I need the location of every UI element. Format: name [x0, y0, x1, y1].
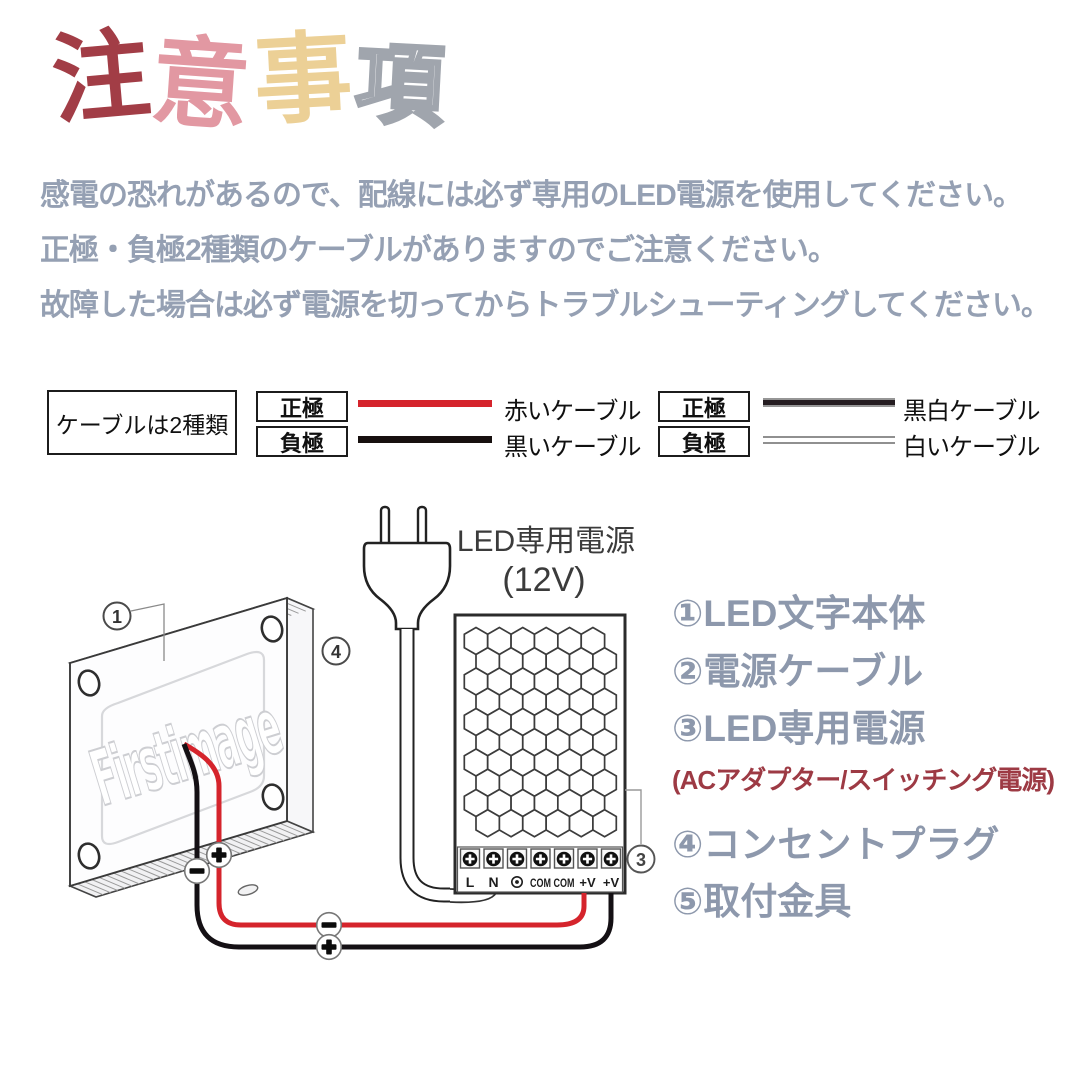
cord-lead-N [449, 892, 497, 904]
led-panel: Firstimage [67, 596, 316, 898]
panel-screw-hole [77, 669, 101, 697]
parts-list-item-4: ④コンセントプラグ [672, 824, 1000, 865]
polarity-box-negative-b: 負極 [658, 426, 750, 457]
honeycomb-vent [463, 626, 618, 838]
marker-1-digit: 1 [112, 607, 122, 627]
panel-side-face [286, 596, 314, 834]
black-cable-label: 黒いケーブル [504, 434, 642, 461]
earth-terminal-icon [510, 875, 523, 888]
terminal-label-V1: +V [579, 875, 596, 890]
panel-screw-hole [77, 842, 101, 870]
terminal-label-L: L [466, 874, 475, 890]
white-cable-label: 白いケーブル [903, 434, 1041, 461]
panel-screw-hole [260, 615, 284, 643]
terminal-label-COM1: COM [530, 876, 551, 890]
parts-list-item-3-note: (ACアダプター/スイッチング電源) [672, 765, 1055, 795]
black-wire [181, 743, 614, 950]
marker-1-circle [102, 601, 132, 631]
panel-recess-outline [100, 650, 266, 846]
marker-4: 4 [321, 636, 351, 666]
cord-outline [399, 629, 450, 903]
terminal-screws [459, 848, 622, 869]
mounting-tab [237, 884, 259, 896]
parts-list-item-1: ①LED文字本体 [672, 593, 926, 634]
parts-list-item-3: ③LED専用電源 [672, 708, 926, 749]
parts-list-item-5: ⑤取付金具 [672, 881, 852, 922]
psu-title: LED専用電源 [457, 525, 635, 558]
parts-list-item-2: ②電源ケーブル [672, 651, 924, 692]
terminal-label-V2: +V [603, 875, 620, 890]
power-supply-unit: L N COM COM +V +V [453, 613, 627, 895]
power-cord [399, 629, 497, 904]
cord-core [401, 629, 450, 901]
plug-body [362, 541, 452, 631]
red-cable-label: 赤いケーブル [504, 398, 642, 425]
terminal-block [456, 846, 624, 893]
polarity-box-negative-a: 負極 [256, 426, 348, 457]
marker-3-leader [625, 789, 642, 844]
panel-screw-hole [261, 783, 285, 811]
marker-3-digit: 3 [636, 850, 646, 870]
polarity-badges [183, 841, 343, 961]
red-cable-swatch [358, 400, 492, 407]
marker-3: 3 [625, 789, 656, 874]
marker-1: 1 [102, 601, 165, 661]
black-white-cable-swatch [763, 398, 895, 407]
panel-front-face [69, 596, 288, 888]
marker-4-digit: 4 [331, 642, 341, 662]
marker-4-circle [321, 636, 351, 666]
warning-line-2: 正極・負極2種類のケーブルがありますのでご注意ください。 [40, 234, 838, 267]
polarity-box-positive-b: 正極 [658, 391, 750, 422]
marker-1-leader [130, 603, 165, 661]
warning-notes: 感電の恐れがあるので、配線には必ず専用のLED電源を使用してください。 正極・負… [40, 168, 1051, 333]
ac-plug-icon [362, 505, 452, 631]
terminal-label-COM2: COM [554, 876, 575, 890]
psu-voltage: (12V) [502, 561, 585, 599]
black-cable-swatch [358, 436, 492, 443]
white-cable-swatch [763, 436, 895, 444]
warning-line-1: 感電の恐れがあるので、配線には必ず専用のLED電源を使用してください。 [40, 179, 1023, 212]
terminal-label-N: N [488, 874, 498, 890]
red-wire [182, 741, 587, 928]
warning-line-3: 故障した場合は必ず電源を切ってからトラブルシューティングしてください。 [40, 289, 1051, 322]
marker-3-circle [626, 844, 656, 874]
cable-legend-header: ケーブルは2種類 [47, 390, 237, 455]
polarity-box-positive-a: 正極 [256, 391, 348, 422]
black-white-cable-label: 黒白ケーブル [903, 398, 1041, 425]
